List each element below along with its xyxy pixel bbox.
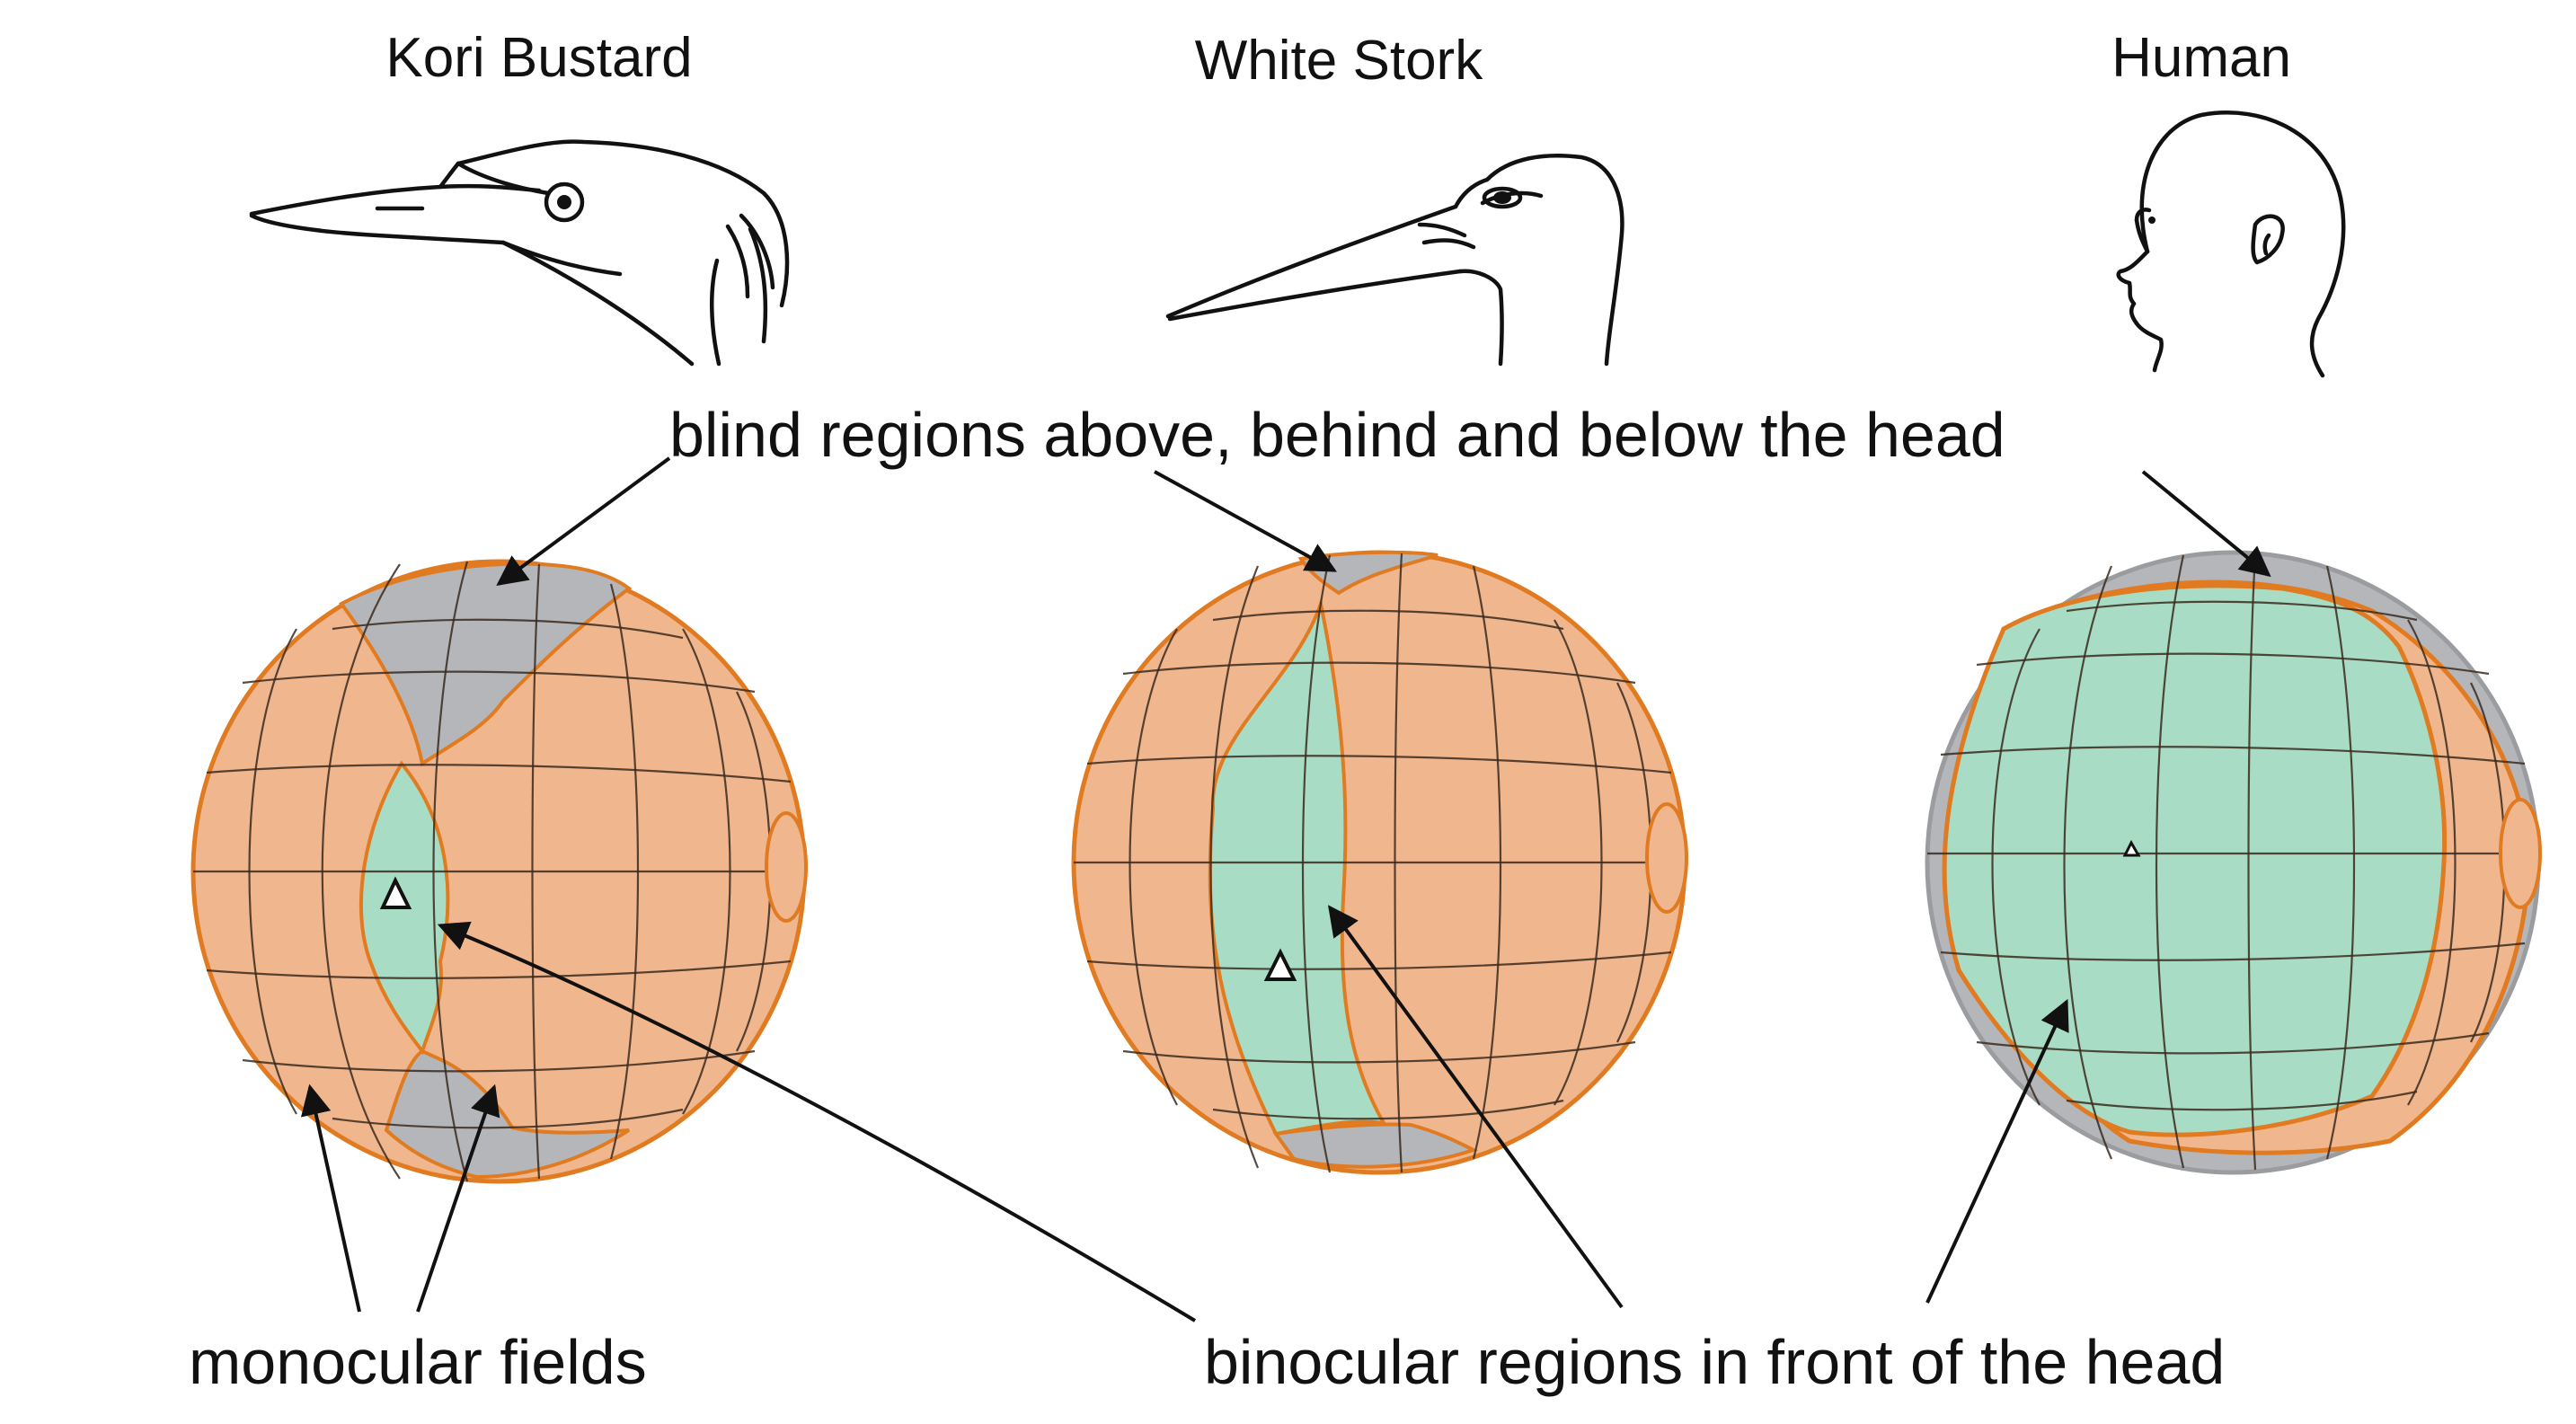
white-stork-bill-tip-triangle xyxy=(1263,948,1297,981)
human-binocular-region xyxy=(1942,583,2448,1137)
kori-bustard-head-illustration xyxy=(249,139,790,367)
human-head-illustration xyxy=(2116,111,2346,378)
white-stork-binocular-region xyxy=(1208,597,1387,1137)
arrow-monocular-left xyxy=(300,1083,361,1313)
species-title-white-stork: White Stork xyxy=(1195,30,1483,92)
arrow-binocular-white-stork xyxy=(1327,905,1624,1309)
blind-regions-label: blind regions above, behind and below th… xyxy=(669,400,2005,470)
arrow-binocular-human xyxy=(1925,998,2069,1304)
binocular-regions-label: binocular regions in front of the head xyxy=(1204,1327,2225,1397)
human-visual-field-globe xyxy=(1925,550,2542,1175)
monocular-fields-label: monocular fields xyxy=(189,1327,647,1397)
white-stork-head-illustration xyxy=(1165,154,1624,367)
arrow-binocular-kori-bustard xyxy=(437,921,1197,1322)
arrow-blind-white-stork xyxy=(1154,470,1337,572)
arrow-monocular-right xyxy=(416,1083,500,1313)
arrow-blind-kori-bustard xyxy=(496,456,671,587)
white-stork-visual-field-globe xyxy=(1071,550,1688,1175)
kori-bustard-bill-tip-triangle xyxy=(379,876,412,909)
human-nose-triangle xyxy=(2122,839,2141,857)
arrow-blind-human xyxy=(2141,470,2271,578)
kori-bustard-visual-field-globe xyxy=(190,559,808,1184)
species-title-kori-bustard: Kori Bustard xyxy=(385,27,692,89)
kori-bustard-blind-region-top xyxy=(339,562,633,767)
species-title-human: Human xyxy=(2111,27,2291,89)
